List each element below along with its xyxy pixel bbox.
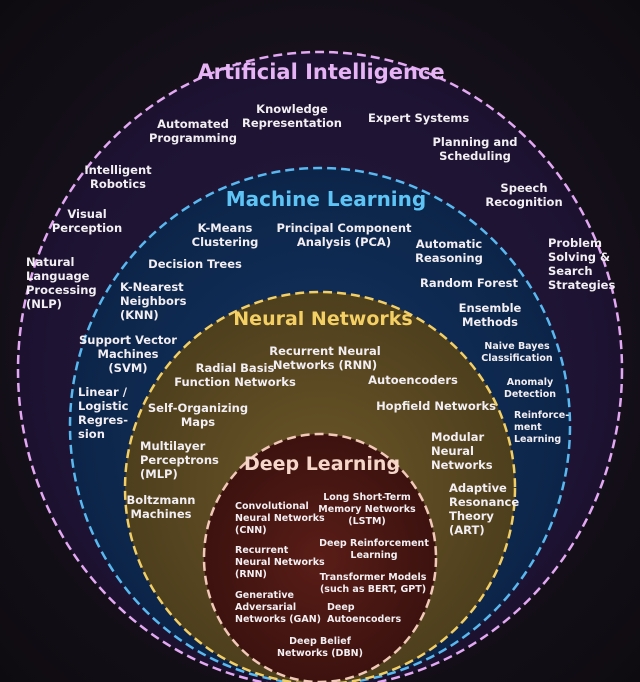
dl-item-transformer: Transformer Models (such as BERT, GPT) bbox=[319, 572, 427, 595]
ai-item-nlp: Natural Language Processing (NLP) bbox=[26, 255, 97, 311]
nn-item-boltzmann-machines: Boltzmann Machines bbox=[126, 493, 196, 521]
dl-item-lstm: Long Short-Term Memory Networks (LSTM) bbox=[318, 492, 416, 527]
ml-item-reinforcement-learning: Reinforce- ment Learning bbox=[514, 410, 570, 445]
ml-item-random-forest: Random Forest bbox=[419, 276, 519, 290]
ai-item-planning-and-scheduling: Planning and Scheduling bbox=[432, 135, 518, 163]
ai-item-speech-recognition: Speech Recognition bbox=[485, 181, 563, 209]
dl-item-gan: Generative Adversarial Networks (GAN) bbox=[235, 590, 321, 625]
dl-item-deep-autoencoders: Deep Autoencoders bbox=[327, 602, 402, 625]
ai-item-visual-perception: Visual Perception bbox=[51, 207, 123, 235]
nn-item-rnn: Recurrent Neural Networks (RNN) bbox=[269, 344, 381, 372]
nn-item-modular-networks: Modular Neural Networks bbox=[431, 430, 493, 472]
ml-item-ensemble-methods: Ensemble Methods bbox=[458, 301, 522, 329]
nn-item-radial-basis: Radial Basis Function Networks bbox=[174, 361, 296, 389]
dl-circle bbox=[202, 432, 438, 682]
ml-item-svm: Support Vector Machines (SVM) bbox=[79, 333, 177, 375]
ml-item-automatic-reasoning: Automatic Reasoning bbox=[415, 237, 483, 265]
nn-item-autoencoders: Autoencoders bbox=[368, 373, 458, 387]
ml-item-pca: Principal Component Analysis (PCA) bbox=[276, 221, 412, 249]
ai-item-problem-solving: Problem Solving & Search Strategies bbox=[548, 236, 616, 292]
nn-item-mlp: Multilayer Perceptrons (MLP) bbox=[140, 439, 219, 481]
ai-title: Artificial Intelligence bbox=[197, 60, 445, 84]
dl-title: Deep Learning bbox=[243, 453, 401, 475]
nn-title: Neural Networks bbox=[233, 308, 413, 330]
ml-item-decision-trees: Decision Trees bbox=[148, 257, 242, 271]
ml-item-linear-logistic-regression: Linear / Logistic Regres- sion bbox=[78, 385, 129, 441]
dl-item-cnn: Convolutional Neural Networks (CNN) bbox=[235, 501, 325, 536]
ml-item-naive-bayes: Naive Bayes Classification bbox=[481, 341, 553, 364]
ml-item-k-means: K-Means Clustering bbox=[191, 221, 259, 249]
dl-item-rnn: Recurrent Neural Networks (RNN) bbox=[235, 545, 325, 580]
nn-item-self-organizing-maps: Self-Organizing Maps bbox=[147, 401, 249, 429]
nn-item-hopfield-networks: Hopfield Networks bbox=[376, 399, 496, 413]
ml-item-knn: K-Nearest Neighbors (KNN) bbox=[120, 280, 187, 322]
dl-item-deep-rl: Deep Reinforcement Learning bbox=[319, 538, 429, 561]
ml-item-anomaly-detection: Anomaly Detection bbox=[503, 377, 557, 400]
ai-item-automated-programming: Automated Programming bbox=[149, 117, 237, 145]
ai-item-intelligent-robotics: Intelligent Robotics bbox=[84, 163, 152, 191]
nn-item-art: Adaptive Resonance Theory (ART) bbox=[449, 481, 520, 537]
ai-item-expert-systems: Expert Systems bbox=[368, 111, 470, 125]
dl-item-dbn: Deep Belief Networks (DBN) bbox=[277, 636, 363, 659]
ml-title: Machine Learning bbox=[225, 187, 427, 211]
ai-item-knowledge-representation: Knowledge Representation bbox=[242, 102, 342, 130]
